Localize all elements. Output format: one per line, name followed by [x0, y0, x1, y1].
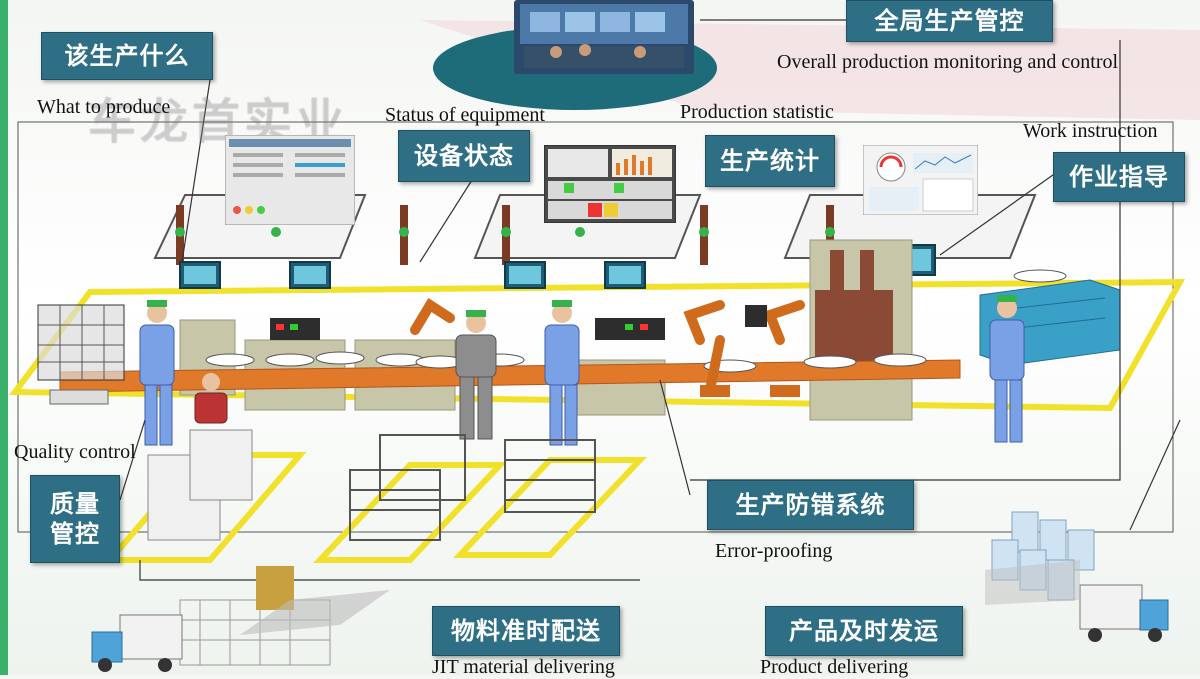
delivery-truck-left: [91, 614, 183, 672]
caption-quality-control: Quality control: [14, 441, 136, 463]
caption-production-statistic: Production statistic: [680, 101, 834, 123]
tag-quality-control: 质量 管控: [30, 475, 120, 563]
dashboard-production-statistic: [863, 145, 978, 215]
factory-frame: [17, 121, 1174, 533]
press-machine: [815, 290, 893, 365]
dashboard-equipment-status: [544, 145, 676, 223]
pole-lights: [175, 227, 835, 237]
tag-jit-material: 物料准时配送: [432, 606, 620, 656]
tag-global-control: 全局生产管控: [846, 0, 1053, 42]
tag-production-statistic: 生产统计: [705, 135, 835, 187]
tag-what-to-produce: 该生产什么: [41, 32, 213, 80]
caption-product-delivery: Product delivering: [760, 656, 909, 678]
delivery-truck-right: [1079, 584, 1169, 642]
caption-error-proofing: Error-proofing: [715, 540, 833, 562]
workers: [139, 295, 1025, 446]
caption-equipment-status: Status of equipment: [385, 104, 545, 126]
parts-cage: [37, 304, 125, 381]
caption-global-control: Overall production monitoring and contro…: [777, 51, 1119, 73]
finished-goods-boxes: [147, 429, 253, 541]
tag-error-proofing: 生产防错系统: [707, 480, 914, 530]
caption-work-instruction: Work instruction: [1023, 120, 1158, 142]
left-accent-strip: [0, 0, 8, 675]
tag-equipment-status: 设备状态: [398, 130, 530, 182]
caption-what-to-produce: What to produce: [37, 96, 171, 118]
tag-quality-control-line2: 管控: [50, 520, 100, 548]
tag-work-instruction: 作业指导: [1053, 152, 1185, 202]
conveyor-parts: [205, 269, 1067, 373]
inspection-table: [49, 389, 109, 405]
dashboard-what-to-produce: [225, 135, 355, 225]
floor-carts: [349, 434, 596, 541]
jit-floor: [240, 590, 390, 635]
tag-quality-control-line1: 质量: [50, 490, 100, 518]
caption-jit-material: JIT material delivering: [432, 656, 615, 678]
robot-arms: [410, 297, 805, 395]
tag-product-delivery: 产品及时发运: [765, 606, 963, 656]
